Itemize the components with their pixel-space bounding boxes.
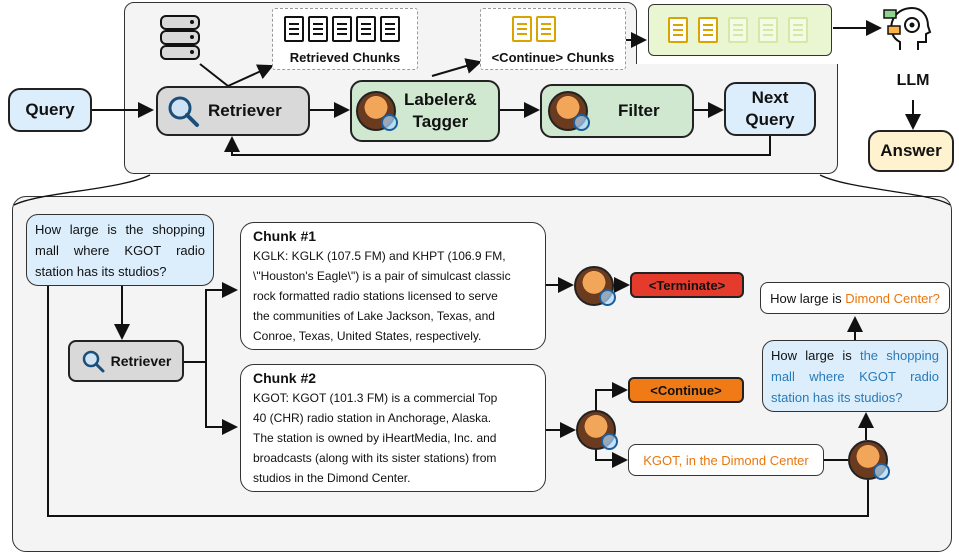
chunk2-card: Chunk #2 KGOT: KGOT (101.3 FM) is a comm… xyxy=(240,364,546,492)
chunk2-line: The station is owned by iHeartMedia, Inc… xyxy=(253,431,497,445)
database-icon xyxy=(158,12,202,64)
retrieved-chunks-label: Retrieved Chunks xyxy=(289,50,401,65)
bottom-retriever-label: Retriever xyxy=(110,353,172,369)
rewritten-query-highlight: the shopping mall where KGOT radio stati… xyxy=(771,348,940,405)
rewritten-query-box: How large is the shopping mall where KGO… xyxy=(762,340,948,412)
chunk1-line: Conroe, Texas, United States, respective… xyxy=(253,329,482,343)
filter-label: Filter xyxy=(618,101,660,120)
continue-tag-label: <Continue> xyxy=(650,382,722,398)
chunk1-card: Chunk #1 KGLK: KGLK (107.5 FM) and KHPT … xyxy=(240,222,546,350)
rewriter-mascot-icon xyxy=(848,440,890,480)
document-icon xyxy=(284,16,304,42)
terminate-tag-label: <Terminate> xyxy=(648,277,726,293)
new-query-highlight: Dimond Center? xyxy=(845,290,940,306)
document-icon xyxy=(758,17,778,43)
document-icon xyxy=(728,17,748,43)
tagger-mascot-icon xyxy=(356,91,398,131)
extracted-info-text: KGOT, in the Dimond Center xyxy=(643,452,809,468)
document-icon xyxy=(356,16,376,42)
answer-node: Answer xyxy=(868,130,954,172)
continue-tag: <Continue> xyxy=(628,377,744,403)
new-query-box: How large is Dimond Center? xyxy=(760,282,950,314)
retriever-label: Retriever xyxy=(208,101,282,120)
chunk2-title: Chunk #2 xyxy=(253,370,317,386)
document-icon xyxy=(332,16,352,42)
terminate-tag: <Terminate> xyxy=(630,272,744,298)
chunk2-line: broadcasts (along with its sister statio… xyxy=(253,451,497,465)
new-query-prefix: How large is xyxy=(770,290,846,306)
labeler-label-line2: Tagger xyxy=(412,112,469,131)
chunk1-line: KGLK: KGLK (107.5 FM) and KHPT (106.9 FM… xyxy=(253,249,506,263)
chunk2-line: studios in the Dimond Center. xyxy=(253,471,411,485)
chunk2-line: KGOT: KGOT (101.3 FM) is a commercial To… xyxy=(253,391,498,405)
filter-node: Filter xyxy=(540,84,694,138)
magnifier-icon xyxy=(81,349,105,373)
document-icon xyxy=(512,16,532,42)
chunk1-line: \"Houston's Eagle\") is a pair of simulc… xyxy=(253,269,511,283)
next-query-line1: Next xyxy=(751,88,789,107)
chunk1-line: the communities of Lake Jackson, Texas, … xyxy=(253,309,495,323)
answer-label: Answer xyxy=(880,141,942,160)
document-icon xyxy=(698,17,718,43)
next-query-line2: Query xyxy=(745,110,795,129)
document-icon xyxy=(308,16,328,42)
bottom-retriever-node: Retriever xyxy=(68,340,184,382)
query-node: Query xyxy=(8,88,92,132)
llm-head-icon xyxy=(882,4,934,54)
chunk1-line: rock formatted radio stations licensed t… xyxy=(253,289,498,303)
next-query-node: Next Query xyxy=(724,82,816,136)
tagger-mascot-icon xyxy=(576,410,618,450)
continue-chunks-label: <Continue> Chunks xyxy=(491,50,615,65)
chunk1-title: Chunk #1 xyxy=(253,228,317,244)
question-box: How large is the shopping mall where KGO… xyxy=(26,214,214,286)
document-icon xyxy=(536,16,556,42)
chunk2-line: 40 (CHR) radio station in Anchorage, Ala… xyxy=(253,411,492,425)
magnifier-icon xyxy=(166,94,200,128)
extracted-info-box: KGOT, in the Dimond Center xyxy=(628,444,824,476)
document-icon xyxy=(668,17,688,43)
question-text: How large is the shopping mall where KGO… xyxy=(35,222,205,279)
rewritten-query-prefix: How large is xyxy=(771,348,860,363)
llm-label: LLM xyxy=(896,72,930,89)
document-icon xyxy=(788,17,808,43)
labeler-tagger-node: Labeler& Tagger xyxy=(350,80,500,142)
query-label: Query xyxy=(25,100,75,119)
retriever-node: Retriever xyxy=(156,86,310,136)
tagger-mascot-icon xyxy=(574,266,616,306)
filter-mascot-icon xyxy=(548,91,590,131)
document-icon xyxy=(380,16,400,42)
labeler-label-line1: Labeler& xyxy=(404,90,477,109)
